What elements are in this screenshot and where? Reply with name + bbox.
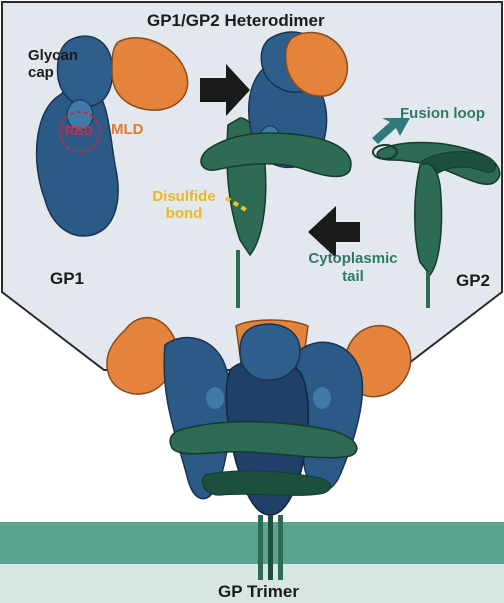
membrane-band [0, 522, 504, 564]
label-fusion-loop: Fusion loop [400, 106, 485, 121]
label-gp2: GP2 [456, 272, 490, 289]
label-gp1: GP1 [50, 270, 84, 287]
label-mld: MLD [111, 122, 144, 137]
label-rbd: RBD [65, 124, 93, 137]
panel-title: GP1/GP2 Heterodimer [147, 12, 325, 29]
label-gp-trimer: GP Trimer [218, 583, 299, 600]
label-disulfide-bond: Disulfide bond [140, 188, 228, 223]
label-cytoplasmic-tail: Cytoplasmic tail [298, 250, 408, 286]
label-glycan-cap: Glycan cap [28, 48, 108, 81]
